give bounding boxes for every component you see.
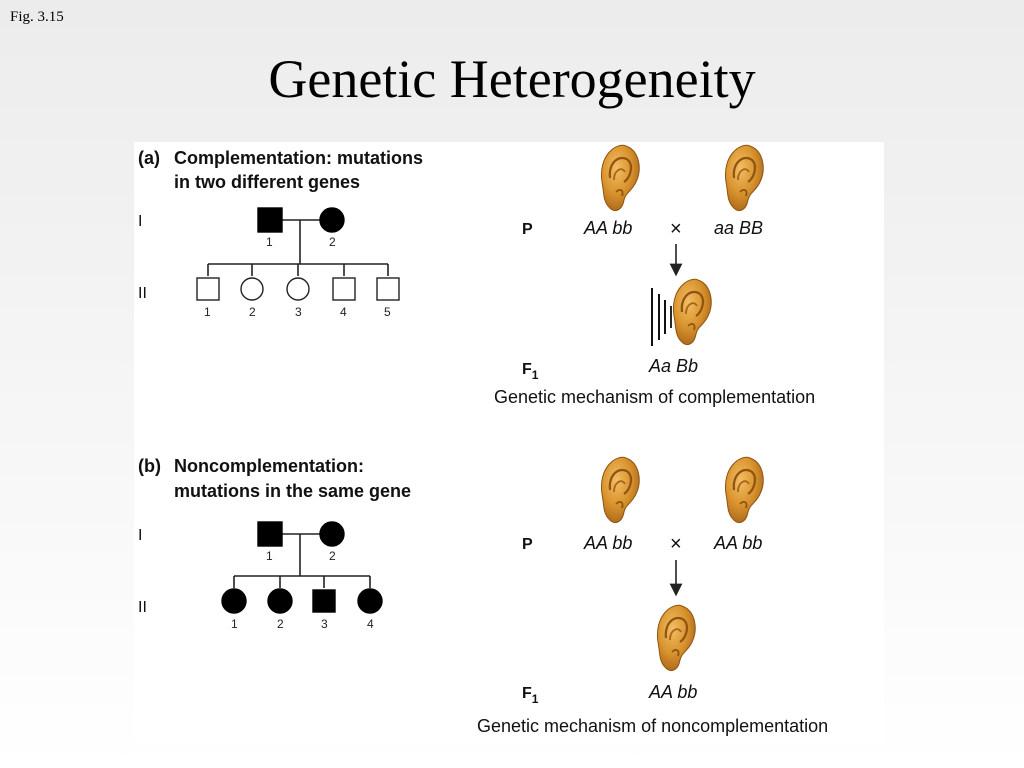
f1-generation-label: F1	[522, 685, 539, 706]
panel-b-heading-line2: mutations in the same gene	[174, 481, 411, 501]
ear-icon	[672, 278, 713, 346]
individual-number: 4	[367, 617, 374, 631]
genetics-diagram: (a) Complementation: mutations in two di…	[138, 144, 828, 736]
cross-symbol: ×	[670, 218, 682, 240]
pedigree-male-affected	[257, 521, 283, 547]
generation-I-label: I	[138, 213, 142, 230]
generation-I-label: I	[138, 527, 142, 544]
panel-b-heading-line1: Noncomplementation:	[174, 456, 364, 476]
panel-b: (b) Noncomplementation: mutations in the…	[138, 456, 828, 736]
pedigree-female-affected	[319, 207, 345, 233]
individual-number: 1	[204, 305, 211, 319]
parent1-genotype: AA bb	[583, 218, 632, 238]
panel-a-heading-line2: in two different genes	[174, 172, 360, 192]
parent1-genotype: AA bb	[583, 533, 632, 553]
pedigree-female-unaffected	[240, 277, 264, 301]
ear-icon	[600, 144, 641, 212]
sound-wave-icon	[651, 288, 677, 346]
pedigree-male-unaffected	[196, 277, 220, 301]
f1-genotype: Aa Bb	[648, 356, 698, 376]
panel-b-label: (b)	[138, 456, 161, 476]
slide-title: Genetic Heterogeneity	[268, 49, 756, 109]
pedigree-female-affected	[319, 521, 345, 547]
individual-number: 3	[321, 617, 328, 631]
panel-a-label: (a)	[138, 148, 160, 168]
pedigree-female-affected	[357, 588, 383, 614]
panel-a-caption: Genetic mechanism of complementation	[494, 387, 815, 407]
figure-number: Fig. 3.15	[10, 9, 64, 25]
individual-number: 2	[329, 549, 336, 563]
p-generation-label: P	[522, 536, 533, 553]
panel-a: (a) Complementation: mutations in two di…	[138, 144, 815, 407]
panel-a-heading-line1: Complementation: mutations	[174, 148, 423, 168]
f1-genotype: AA bb	[648, 682, 697, 702]
panel-b-caption: Genetic mechanism of noncomplementation	[477, 716, 828, 736]
f1-generation-label: F1	[522, 361, 539, 382]
pedigree-male-unaffected	[332, 277, 356, 301]
pedigree-male-unaffected	[376, 277, 400, 301]
ear-icon	[724, 456, 765, 524]
pedigree-female-affected	[267, 588, 293, 614]
individual-number: 1	[231, 617, 238, 631]
parent2-genotype: AA bb	[713, 533, 762, 553]
ear-icon	[600, 456, 641, 524]
ear-icon	[656, 604, 697, 672]
generation-II-label: II	[138, 599, 147, 616]
cross-symbol: ×	[670, 533, 682, 555]
figure-panel: (a) Complementation: mutations in two di…	[134, 142, 884, 742]
individual-number: 1	[266, 235, 273, 249]
pedigree-male-affected	[312, 589, 336, 613]
individual-number: 4	[340, 305, 347, 319]
parent2-genotype: aa BB	[714, 218, 763, 238]
individual-number: 1	[266, 549, 273, 563]
ear-icon	[724, 144, 765, 212]
individual-number: 2	[277, 617, 284, 631]
individual-number: 5	[384, 305, 391, 319]
individual-number: 2	[249, 305, 256, 319]
individual-number: 2	[329, 235, 336, 249]
pedigree-female-affected	[221, 588, 247, 614]
individual-number: 3	[295, 305, 302, 319]
pedigree-male-affected	[257, 207, 283, 233]
p-generation-label: P	[522, 221, 533, 238]
pedigree-female-unaffected	[286, 277, 310, 301]
generation-II-label: II	[138, 285, 147, 302]
